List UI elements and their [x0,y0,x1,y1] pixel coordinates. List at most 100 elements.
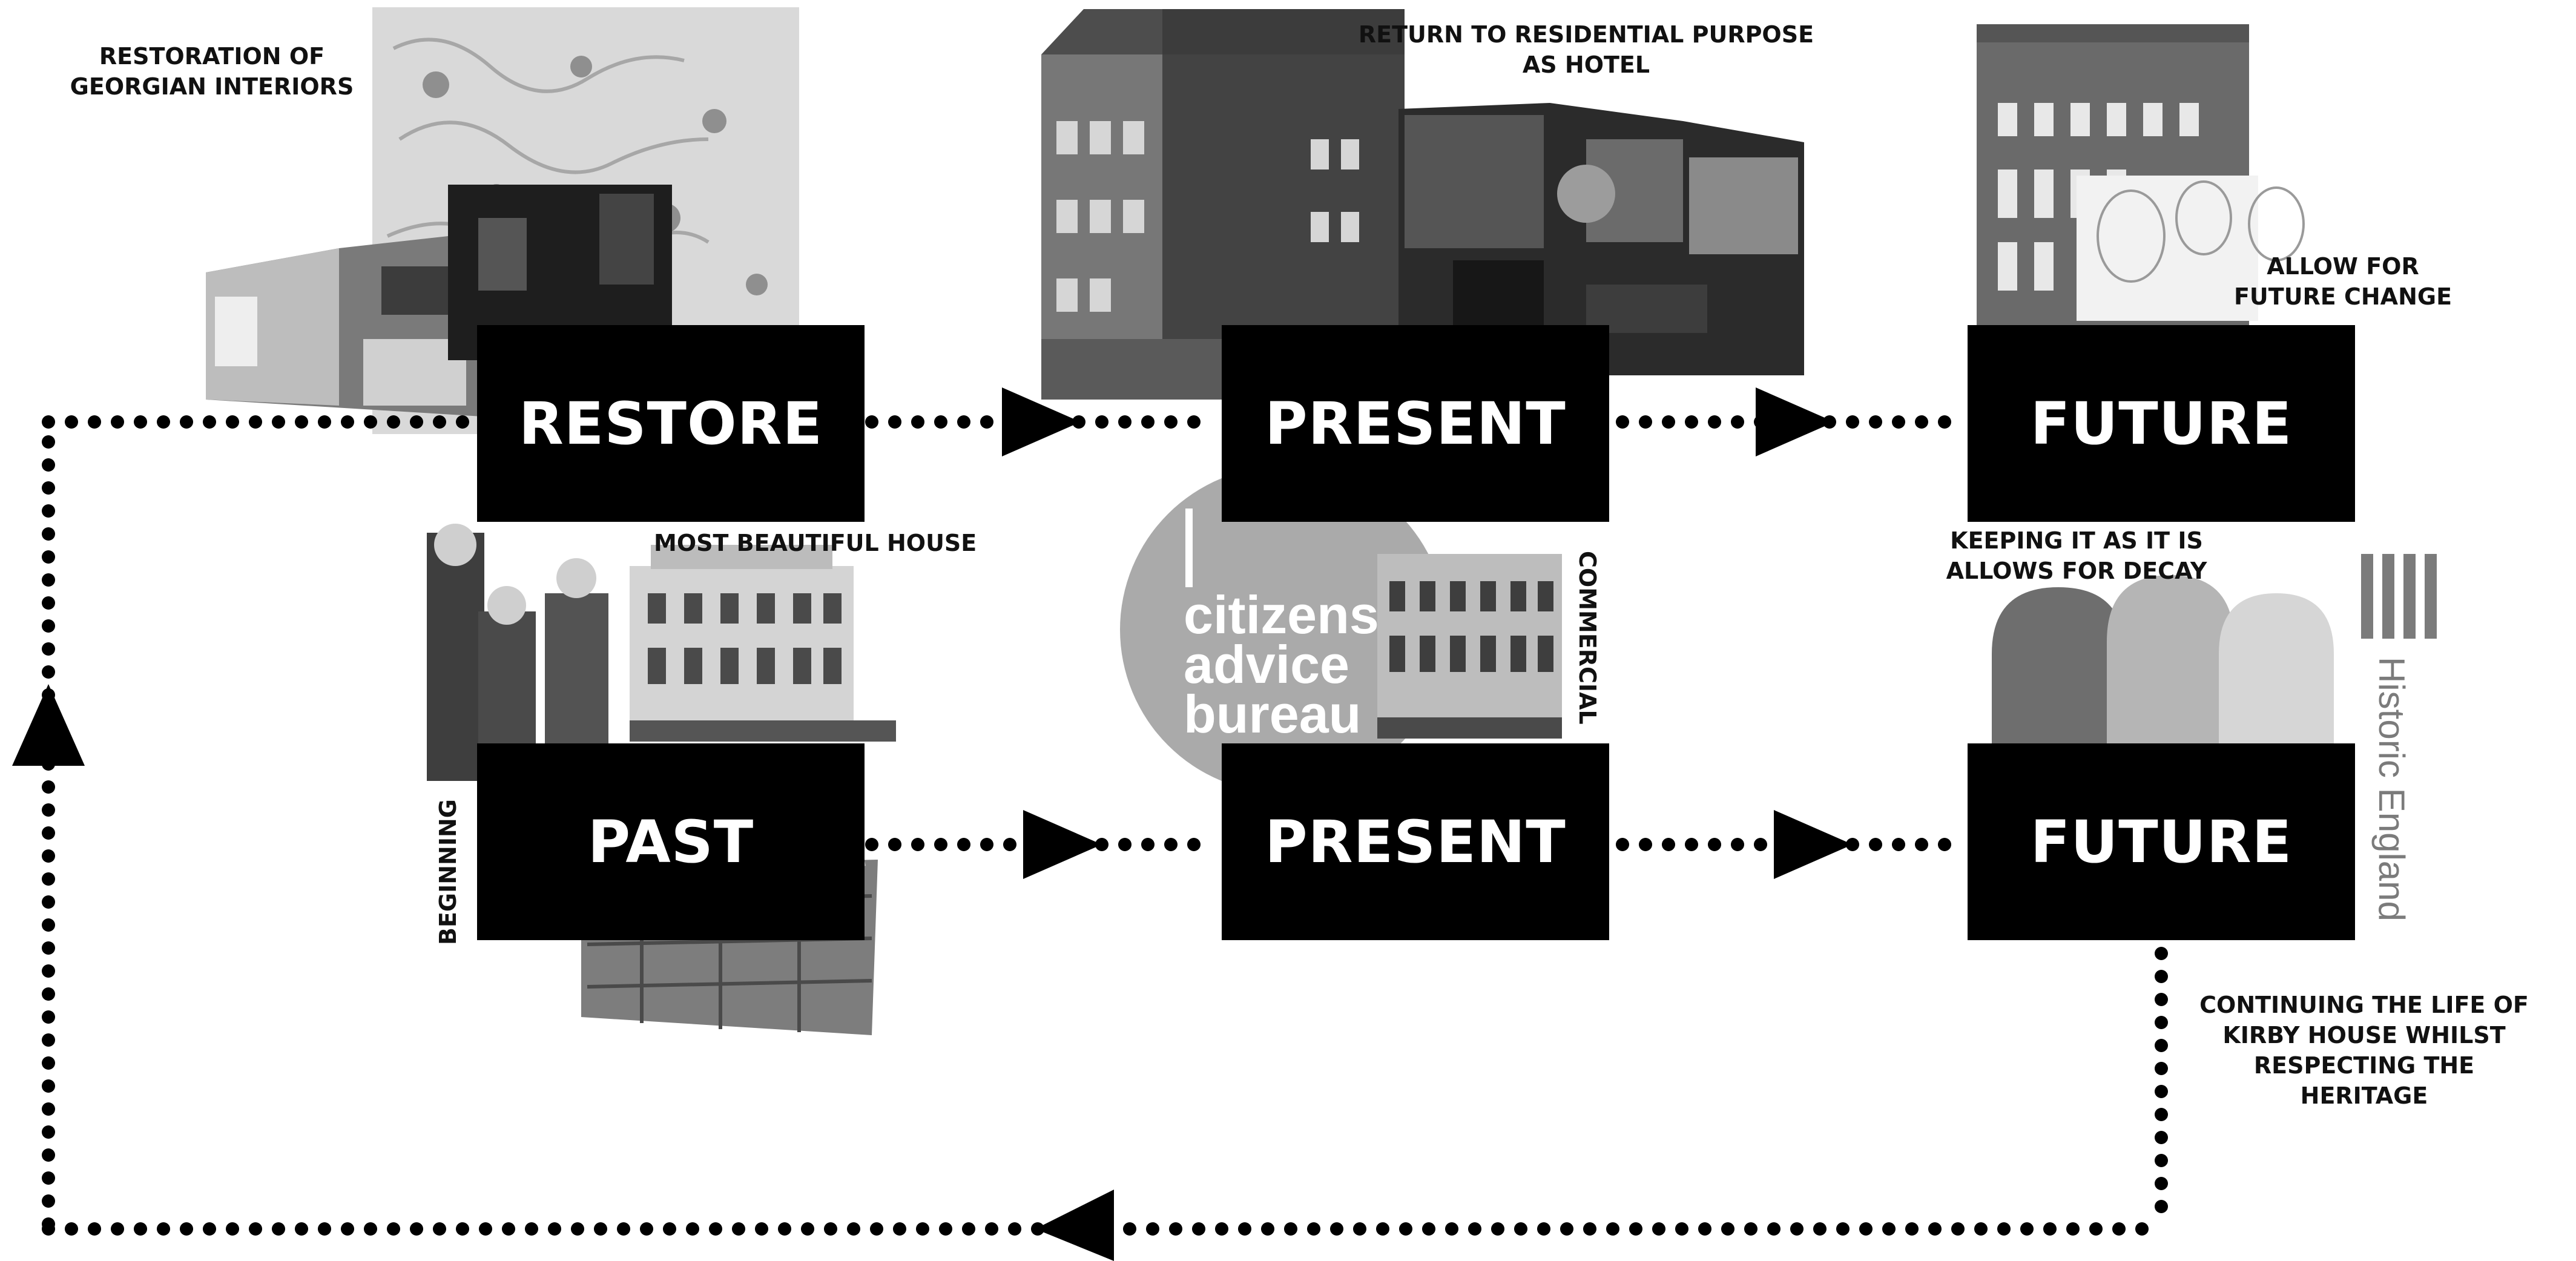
allow-line-2: FUTURE CHANGE [2233,283,2452,310]
connector-dot [180,415,193,429]
connector-dot [42,527,55,541]
connector-dot [2043,1222,2057,1236]
connector-dot [1652,1222,1665,1236]
connector-dot [1008,1222,1021,1236]
present-bottom-box: PRESENT [1222,743,1609,940]
connector-dot [410,415,423,429]
connector-dot [824,1222,837,1236]
future-bottom-box: FUTURE [1968,743,2355,940]
restore-box: RESTORE [477,325,865,522]
connector-dot [1836,1222,1850,1236]
beginning-label: BEGINNING [435,799,461,945]
connector-dot [847,1222,860,1236]
connector-dot [1892,415,1905,429]
connector-dot [525,1222,538,1236]
connector-dot [2155,993,2168,1006]
connector-dot [1639,415,1652,429]
allow-line-1: ALLOW FOR [2267,253,2419,280]
connector-dot [1146,1222,1159,1236]
connector-dot [2155,1200,2168,1213]
beautiful-house-photo [630,545,896,742]
connector-dot [364,415,377,429]
connector-dot [1928,1222,1942,1236]
connector-dot [387,1222,400,1236]
connector-dot [341,1222,354,1236]
connector-dot [1238,1222,1251,1236]
citizens-advice-text: citizens advice bureau [1184,588,1379,741]
connector-dot [1859,1222,1873,1236]
arrow-right-icon [1774,810,1853,879]
connector-dot [65,415,78,429]
connector-dot [686,1222,699,1236]
connector-dot [134,415,147,429]
connector-dot [42,987,55,1001]
connector-dot [1882,1222,1896,1236]
gravestones-photo [1992,575,2334,745]
connector-dot [1708,838,1721,851]
dotted-connector-bottom-mid [865,838,1201,851]
connector-dot [42,1102,55,1116]
connector-dot [594,1222,607,1236]
connector-dot [1616,415,1629,429]
arrow-left-icon [1035,1190,1114,1261]
connector-dot [42,1033,55,1047]
connector-dot [1767,1222,1780,1236]
connector-dot [42,619,55,633]
past-box: PAST [477,743,865,940]
connector-dot [226,415,239,429]
beautiful-line: MOST BEAUTIFUL HOUSE [654,530,977,556]
dotted-connector-loop-left [42,435,55,1231]
connector-dot [939,1222,952,1236]
connector-dot [1399,1222,1412,1236]
connector-dot [1514,1222,1527,1236]
connector-dot [42,1010,55,1024]
connector-dot [42,550,55,564]
connector-dot [295,415,308,429]
connector-dot [42,481,55,495]
connector-dot [778,1222,791,1236]
connector-dot [1164,415,1178,429]
connector-dot [934,838,947,851]
connector-dot [2135,1222,2149,1236]
connector-dot [42,964,55,978]
connector-dot [617,1222,630,1236]
connector-dot [1118,415,1132,429]
connector-dot [318,415,331,429]
connector-dot [2089,1222,2103,1236]
connector-dot [1938,415,1951,429]
connector-dot [1284,1222,1297,1236]
connector-dot [957,838,970,851]
connector-dot [1731,838,1744,851]
connector-dot [433,415,446,429]
connector-dot [180,1222,193,1236]
connector-dot [1662,838,1675,851]
connector-dot [1813,1222,1827,1236]
connector-dot [111,1222,124,1236]
restoration-label: RESTORATION OF GEORGIAN INTERIORS [54,41,369,102]
dotted-connector-loop-right [2155,947,2168,1213]
restoration-line-1: RESTORATION OF [99,43,325,70]
connector-dot [1685,415,1698,429]
connector-dot [1974,1222,1988,1236]
connector-dot [640,1222,653,1236]
connector-dot [1616,838,1629,851]
connector-dot [2155,1154,2168,1167]
connector-dot [888,415,901,429]
connector-dot [1905,1222,1919,1236]
connector-dot [1141,415,1155,429]
connector-dot [456,415,469,429]
connector-dot [364,1222,377,1236]
connector-dot [42,803,55,817]
connector-dot [1468,1222,1481,1236]
connector-dot [888,838,901,851]
connector-dot [1731,415,1744,429]
connector-dot [709,1222,722,1236]
connector-dot [387,415,400,429]
connector-dot [272,415,285,429]
connector-dot [1003,838,1016,851]
connector-dot [571,1222,584,1236]
connector-dot [456,1222,469,1236]
connector-dot [1606,1222,1619,1236]
connector-dot [42,573,55,587]
connector-dot [2020,1222,2034,1236]
